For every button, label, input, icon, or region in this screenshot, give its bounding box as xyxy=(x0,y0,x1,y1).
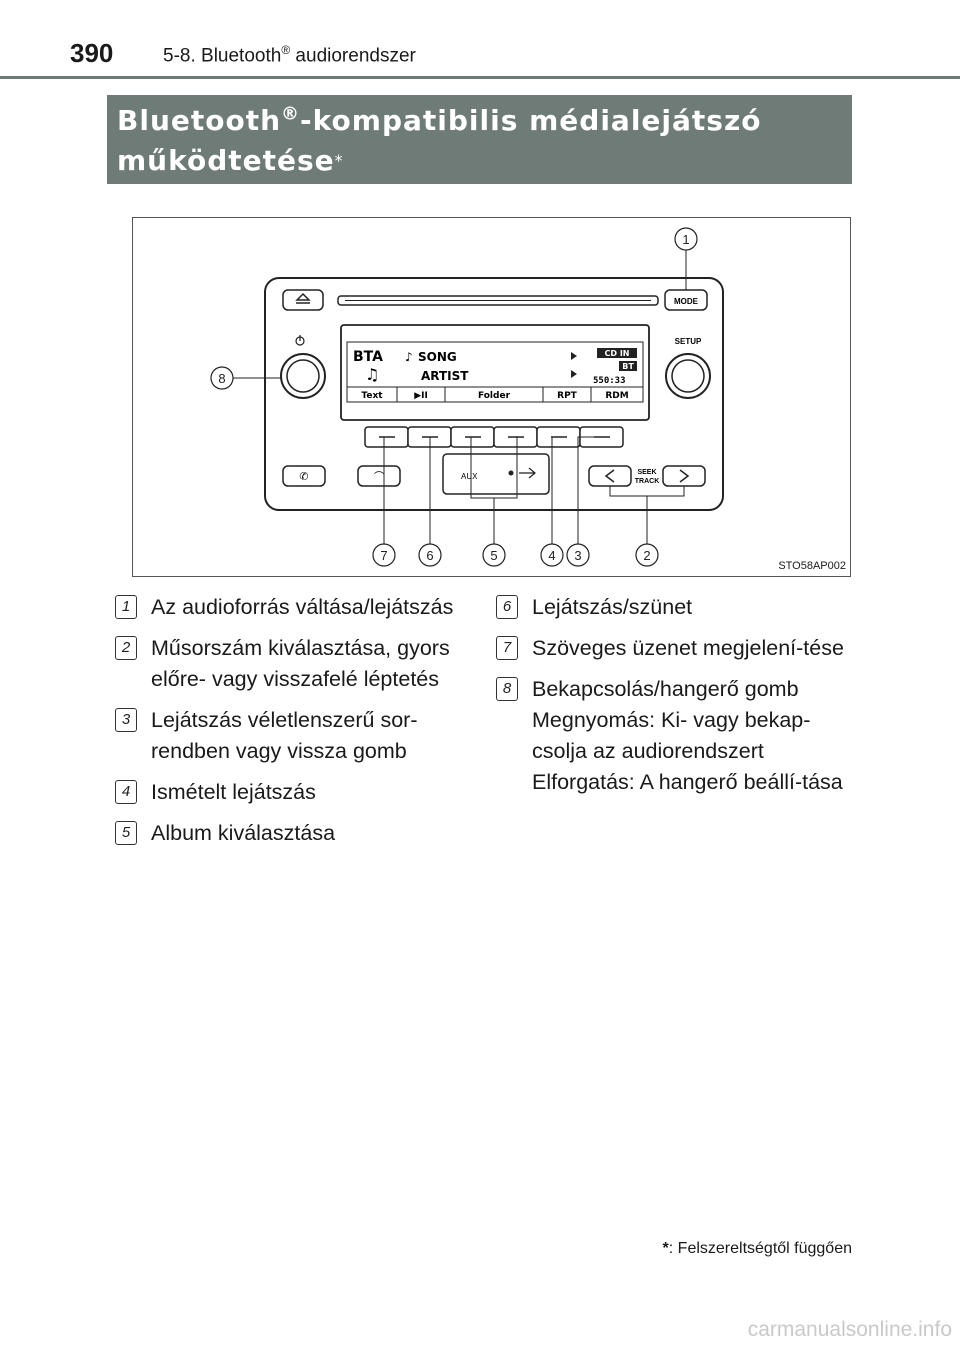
legend-item: 2 Műsorszám kiválasztása, gyors előre- va… xyxy=(113,633,483,695)
footnote-text: : Felszereltségtől függően xyxy=(668,1240,852,1257)
legend-text: Ismételt lejátszás xyxy=(151,780,316,804)
callout-3: 3 xyxy=(574,548,581,563)
legend-item: 3 Lejátszás véletlenszerű sor-rendben vag… xyxy=(113,705,483,767)
legend-number: 4 xyxy=(115,780,137,804)
legend-item: 5 Album kiválasztása xyxy=(113,818,483,849)
display-cd-in: CD IN xyxy=(605,349,630,358)
page-number: 390 xyxy=(70,38,114,68)
seek-back-button xyxy=(588,465,632,487)
display-bt: BT xyxy=(622,362,634,371)
legend-text: Album kiválasztása xyxy=(151,821,336,845)
legend-left: 1 Az audioforrás váltása/lejátszás 2 Műsor… xyxy=(113,592,483,859)
seek-label: SEEK xyxy=(637,469,656,476)
aux-usb-panel xyxy=(442,453,550,495)
svg-text:♫: ♫ xyxy=(365,365,379,384)
mode-label: MODE xyxy=(674,297,699,306)
legend-text: Műsorszám kiválasztása, gyors előre- vag… xyxy=(151,636,450,691)
softkey-text: Text xyxy=(361,391,383,401)
header-rule xyxy=(0,76,960,79)
softkey-folder: Folder xyxy=(478,391,511,401)
legend-text: Lejátszás véletlenszerű sor-rendben vagy… xyxy=(151,708,418,763)
softkey-play-pause: ▶II xyxy=(414,391,428,401)
display-artist: ARTIST xyxy=(421,369,469,383)
chevron-right-icon xyxy=(679,469,690,483)
section-title: Bluetooth®-kompatibilis médialejátszó mű… xyxy=(107,95,852,184)
audio-unit-figure: MODE SETUP BTA ♪ SONG ♫ ARTIST CD IN BT … xyxy=(132,217,851,577)
running-header: 5-8. Bluetooth® audiorendszer xyxy=(163,43,416,67)
callout-8: 8 xyxy=(218,371,225,386)
callout-2: 2 xyxy=(643,548,650,563)
chevron-left-icon xyxy=(604,469,615,483)
callout-6: 6 xyxy=(426,548,433,563)
track-label: TRACK xyxy=(635,478,660,485)
title-part: Bluetooth xyxy=(117,104,282,137)
legend-number: 8 xyxy=(496,677,518,701)
phone-pickup-button xyxy=(282,465,326,487)
legend-text: Lejátszás/szünet xyxy=(532,595,693,619)
phone-hangup-button xyxy=(357,465,401,487)
footnote: *: Felszereltségtől függően xyxy=(663,1240,852,1258)
title-asterisk: * xyxy=(334,151,344,170)
title-registered-mark: ® xyxy=(281,103,301,125)
hangup-icon: ⌒ xyxy=(374,471,384,483)
legend-item: 7 Szöveges üzenet megjelení-tése xyxy=(494,633,854,664)
legend-text: Bekapcsolás/hangerő gomb Megnyomás: Ki- … xyxy=(532,677,843,794)
legend-number: 3 xyxy=(115,708,137,732)
callout-7: 7 xyxy=(380,548,387,563)
legend-right: 6 Lejátszás/szünet 7 Szöveges üzenet megje… xyxy=(494,592,854,808)
legend-text: Szöveges üzenet megjelení-tése xyxy=(532,636,844,660)
eject-icon xyxy=(295,292,311,304)
legend-number: 5 xyxy=(115,821,137,845)
setup-label: SETUP xyxy=(675,337,702,346)
softkey-rdm: RDM xyxy=(605,391,628,401)
legend-number: 7 xyxy=(496,636,518,660)
display-song: SONG xyxy=(418,350,457,364)
legend-item: 1 Az audioforrás váltása/lejátszás xyxy=(113,592,483,623)
callout-markers xyxy=(210,227,698,567)
phone-icon: ✆ xyxy=(299,470,308,483)
display-time: 550:33 xyxy=(593,376,626,386)
legend-number: 6 xyxy=(496,595,518,619)
title-part: -kompatibilis médialejátszó xyxy=(300,104,762,137)
legend-number: 1 xyxy=(115,595,137,619)
section-label: 5-8. Bluetooth xyxy=(163,45,282,67)
section-suffix: audiorendszer xyxy=(290,45,416,67)
seek-forward-button xyxy=(662,465,706,487)
title-part: működtetése xyxy=(117,144,335,177)
aux-label: AUX xyxy=(461,472,478,481)
figure-code: STO58AP002 xyxy=(778,560,846,572)
callout-1: 1 xyxy=(682,232,689,247)
callout-4: 4 xyxy=(548,548,555,563)
legend-number: 2 xyxy=(115,636,137,660)
legend-item: 8 Bekapcsolás/hangerő gomb Megnyomás: Ki-… xyxy=(494,674,854,798)
callout-5: 5 xyxy=(490,548,497,563)
legend-item: 6 Lejátszás/szünet xyxy=(494,592,854,623)
display-source: BTA xyxy=(353,349,383,365)
footnote-star: * xyxy=(662,1240,669,1257)
legend-item: 4 Ismételt lejátszás xyxy=(113,777,483,808)
audio-unit-illustration: MODE SETUP BTA ♪ SONG ♫ ARTIST CD IN BT … xyxy=(210,227,724,567)
softkey-rpt: RPT xyxy=(557,391,578,401)
svg-text:♪: ♪ xyxy=(405,350,413,364)
registered-mark: ® xyxy=(281,43,291,57)
usb-icon xyxy=(519,467,536,479)
legend-text: Az audioforrás váltása/lejátszás xyxy=(151,595,454,619)
watermark: carmanualsonline.info xyxy=(747,1318,952,1341)
